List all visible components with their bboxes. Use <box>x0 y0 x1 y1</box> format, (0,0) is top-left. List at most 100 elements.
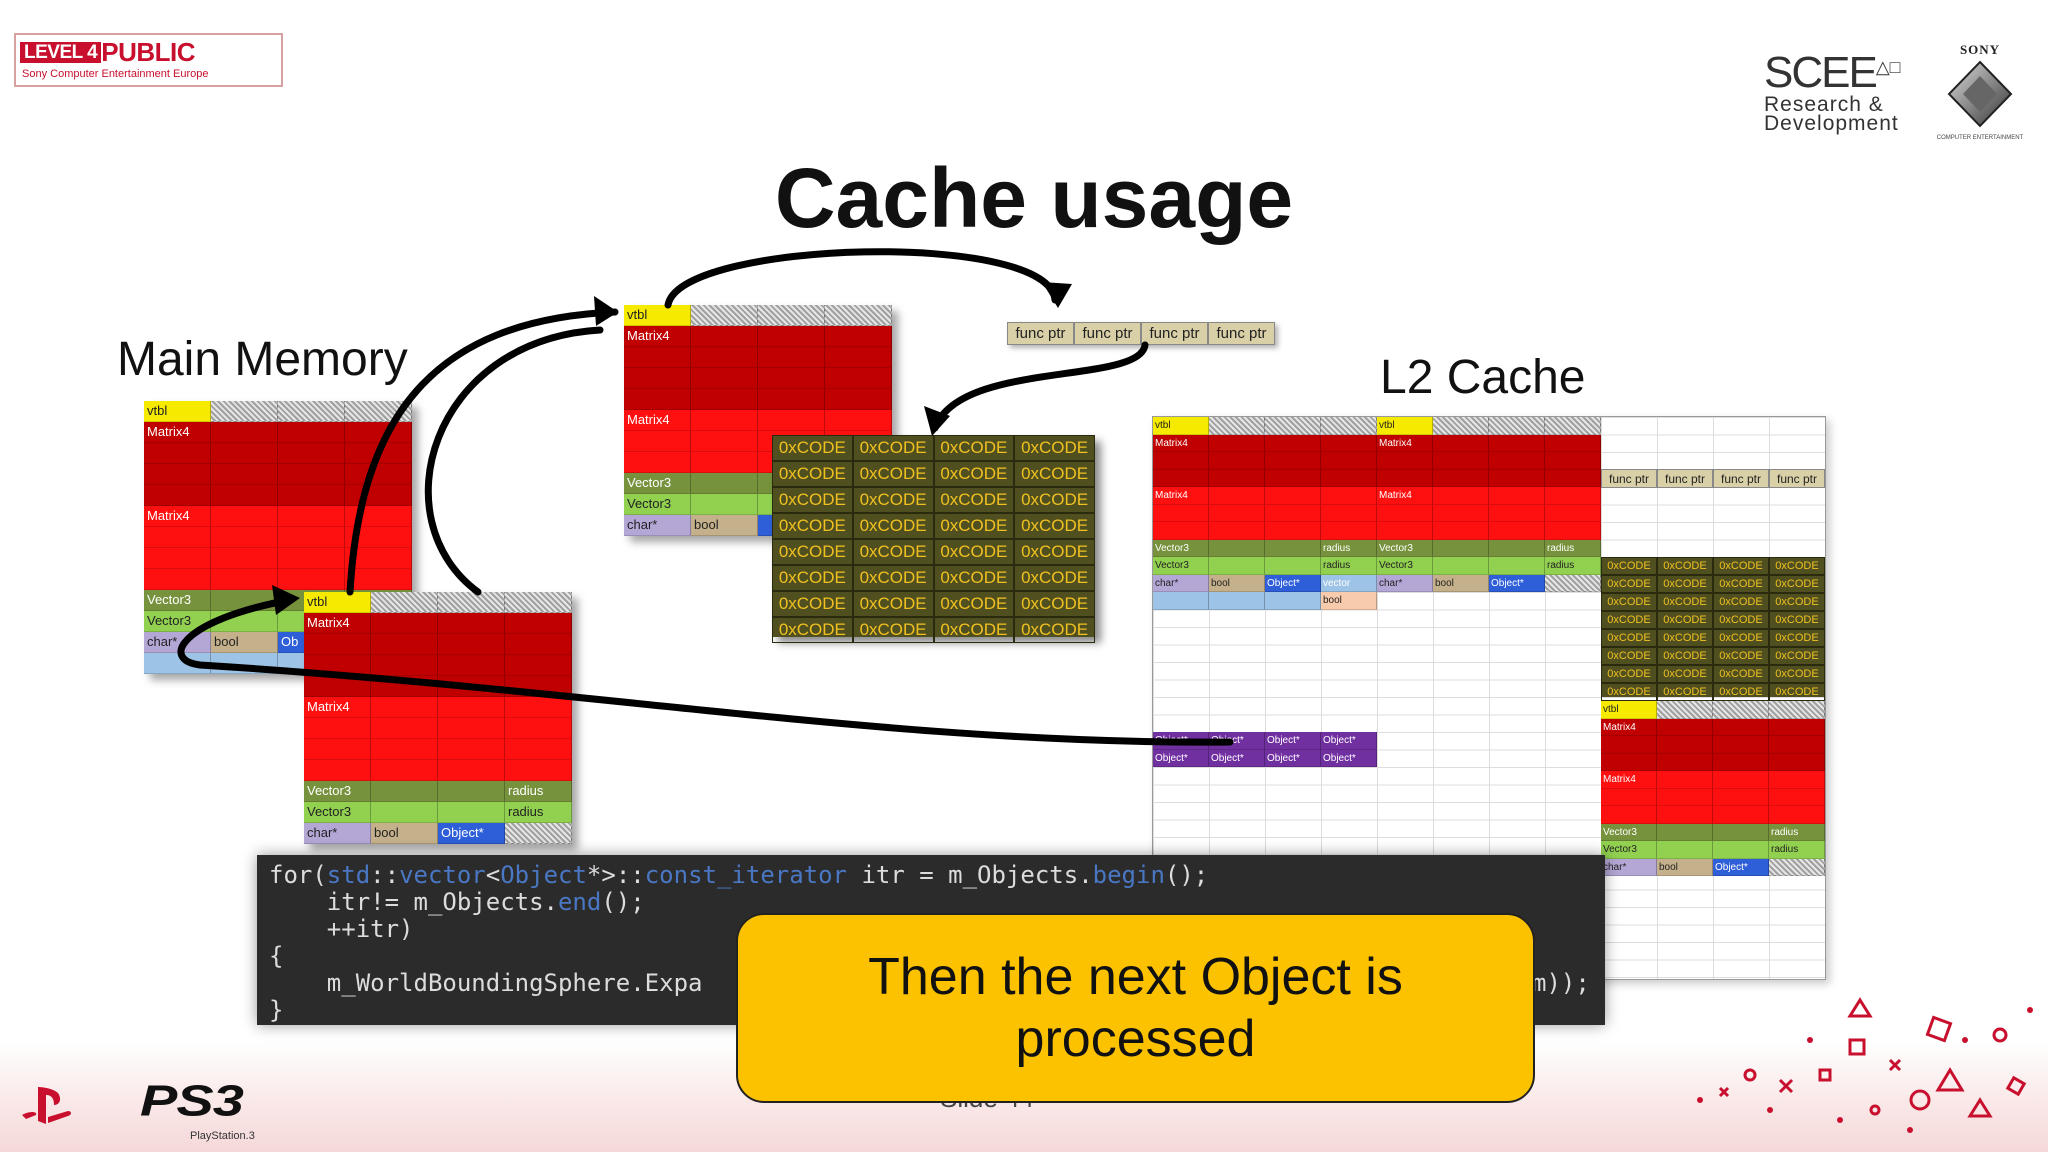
func-ptr-cell: func ptr <box>1074 322 1141 345</box>
code-cell: 0xCODE <box>1601 629 1657 647</box>
code-cell: 0xCODE <box>772 487 853 513</box>
vtbl-cell: vtbl <box>1153 417 1209 435</box>
code-cell: 0xCODE <box>1601 557 1657 575</box>
code-cell: 0xCODE <box>1657 629 1713 647</box>
code-cell: 0xCODE <box>852 487 934 513</box>
object-ptr-cell: Object* <box>1265 749 1321 767</box>
code-cell: 0xCODE <box>1014 487 1095 513</box>
code-cell: 0xCODE <box>1014 461 1095 487</box>
sony-logo: SONY COMPUTER ENTERTAINMENT <box>1930 42 2030 141</box>
arrowhead <box>594 296 618 326</box>
char-ptr-cell: char* <box>624 515 691 536</box>
playstation-symbols-icon: △□ <box>1875 57 1901 77</box>
code-line-3: ++itr) <box>269 915 414 943</box>
vector3-cell: Vector3 <box>1153 539 1209 557</box>
func-ptr-cell: func ptr <box>1769 469 1825 488</box>
code-cell: 0xCODE <box>1713 557 1769 575</box>
badge-main: PUBLIC <box>101 37 196 67</box>
matrix4-cell: Matrix4 <box>1377 434 1433 452</box>
char-ptr-cell: char* <box>1377 574 1433 592</box>
char-ptr-cell: char* <box>304 823 371 844</box>
radius-cell: radius <box>1321 539 1377 557</box>
func-ptr-cell: func ptr <box>1141 322 1208 345</box>
code-cell: 0xCODE <box>1769 611 1825 629</box>
code-cell: 0xCODE <box>1769 629 1825 647</box>
func-ptr-cell: func ptr <box>1208 322 1275 345</box>
slide-title: Cache usage <box>774 151 1294 245</box>
char-ptr-cell: char* <box>144 632 211 653</box>
scee-line2: Development <box>1764 112 1899 135</box>
object-ptr-cell: Object* <box>1321 749 1377 767</box>
code-cell: 0xCODE <box>1657 557 1713 575</box>
code-cell: 0xCODE <box>1014 539 1095 565</box>
code-line-6: } <box>269 996 284 1024</box>
playstation-shapes-decoration-icon <box>1697 997 2033 1133</box>
ps3-logo: PS3 PlayStation.3 <box>140 1075 255 1142</box>
code-cell: 0xCODE <box>933 591 1015 617</box>
code-cell: 0xCODE <box>933 461 1015 487</box>
code-cell: 0xCODE <box>1657 611 1713 629</box>
code-cell: 0xCODE <box>1713 665 1769 683</box>
code-cell: 0xCODE <box>933 487 1015 513</box>
code-cell: 0xCODE <box>852 435 934 461</box>
bool-cell: bool <box>1321 592 1377 610</box>
arrowhead <box>1042 282 1072 308</box>
object-ptr-cell: Object* <box>1489 574 1545 592</box>
code-cell: 0xCODE <box>933 565 1015 591</box>
matrix4-cell: Matrix4 <box>1153 487 1209 505</box>
vector3-cell: Vector3 <box>144 611 211 632</box>
code-cell: 0xCODE <box>1657 665 1713 683</box>
code-cell: 0xCODE <box>852 591 934 617</box>
vtable-func-ptrs: func ptr func ptr func ptr func ptr <box>1007 322 1275 345</box>
bool-cell: bool <box>371 823 438 844</box>
code-cell: 0xCODE <box>1601 683 1657 701</box>
arrow-vtbl-to-funcptr <box>664 248 1059 309</box>
code-cell: 0xCODE <box>852 539 934 565</box>
sony-sub: COMPUTER ENTERTAINMENT <box>1936 135 2024 141</box>
code-cell: 0xCODE <box>1014 617 1095 643</box>
radius-cell: radius <box>1321 557 1377 575</box>
playstation-logo-icon <box>22 1087 71 1124</box>
code-cell: 0xCODE <box>1601 575 1657 593</box>
code-cell: 0xCODE <box>1713 647 1769 665</box>
bool-cell: bool <box>211 632 278 653</box>
code-cell: 0xCODE <box>1014 591 1095 617</box>
code-cell: 0xCODE <box>1014 435 1095 461</box>
vtbl-cell: vtbl <box>624 305 691 326</box>
vector3-cell: Vector3 <box>304 781 371 802</box>
vector3-cell: Vector3 <box>144 590 211 611</box>
bool-cell: bool <box>691 515 758 536</box>
code-cell: 0xCODE <box>1769 557 1825 575</box>
matrix4-cell: Matrix4 <box>1153 434 1209 452</box>
matrix4-cell: Matrix4 <box>304 697 371 718</box>
radius-cell: radius <box>1769 841 1825 859</box>
char-ptr-cell: char* <box>1153 574 1209 592</box>
scee-line1: Research & <box>1764 93 1884 116</box>
code-cell: 0xCODE <box>852 565 934 591</box>
vector3-cell: Vector3 <box>1377 539 1433 557</box>
code-cell: 0xCODE <box>1713 593 1769 611</box>
code-cell: 0xCODE <box>1014 565 1095 591</box>
memory-object-b: vtbl Matrix4 Matrix4 Vector3 Vector3 cha… <box>624 305 892 536</box>
scee-wordmark: SCEE <box>1764 48 1878 97</box>
object-ptr-cell: Object* <box>1209 749 1265 767</box>
code-cell: 0xCODE <box>1601 647 1657 665</box>
code-cell: 0xCODE <box>1657 647 1713 665</box>
code-cell: 0xCODE <box>1014 513 1095 539</box>
code-cell: 0xCODE <box>1657 683 1713 701</box>
vector-cell: vector <box>1321 574 1377 592</box>
matrix4-cell: Matrix4 <box>1601 718 1657 736</box>
code-cell: 0xCODE <box>772 435 853 461</box>
radius-cell: radius <box>1545 539 1601 557</box>
code-line-5-tail: m)); <box>1532 969 1590 997</box>
object-ptr-cell: Object* <box>1713 858 1769 876</box>
code-cell: 0xCODE <box>772 461 853 487</box>
radius-cell: radius <box>505 802 572 823</box>
l2-cache-label: L2 Cache <box>1380 351 1586 404</box>
